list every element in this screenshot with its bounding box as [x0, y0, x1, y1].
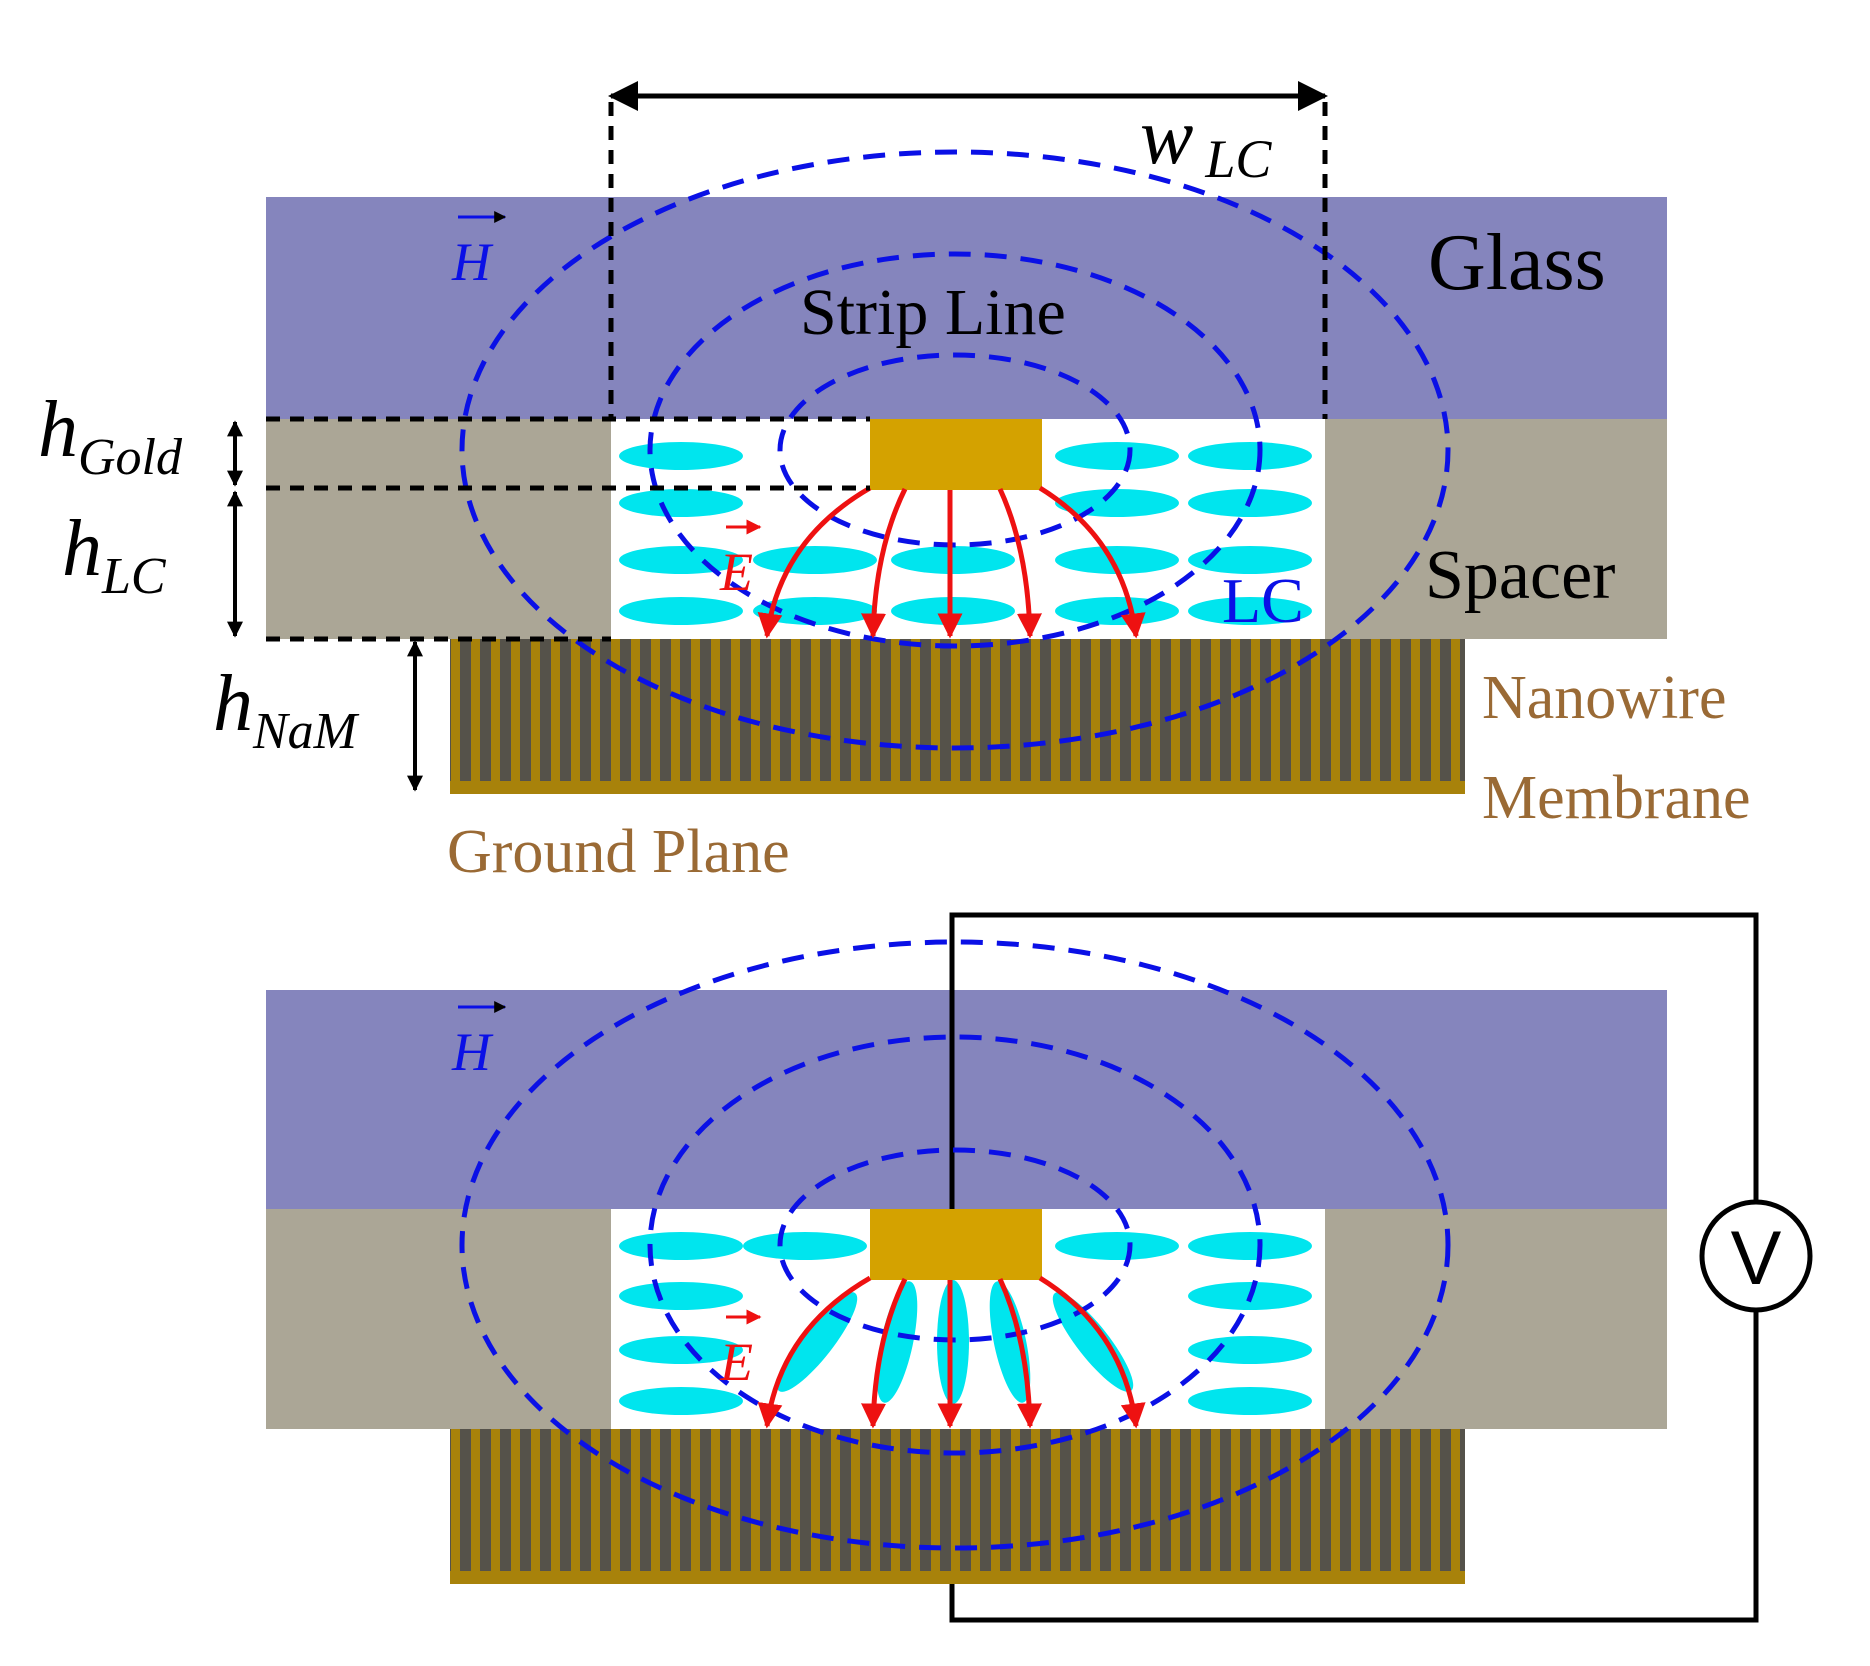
strip-line-label: Strip Line	[800, 276, 1066, 349]
nanowire-membrane	[450, 639, 1465, 781]
ground-plane-bottom	[450, 1571, 1465, 1584]
top-panel: Glass Strip Line Spacer LC Nanowire Memb…	[38, 81, 1751, 886]
h-gold-symbol: hGold	[38, 386, 183, 486]
e-field-lines	[757, 485, 1146, 639]
e-vector-label-bottom: E	[719, 1309, 762, 1392]
ground-plane	[450, 781, 1465, 794]
h-vector-label-top: H	[451, 211, 507, 292]
h-nam-symbol: hNaM	[213, 660, 360, 760]
spacer-label: Spacer	[1425, 537, 1615, 614]
gold-subscript: Gold	[78, 429, 183, 486]
h-symbol-gold: h	[38, 386, 78, 474]
lc-subscript: LC	[101, 548, 167, 605]
nam-subscript: NaM	[252, 703, 360, 760]
glass-label: Glass	[1428, 219, 1606, 307]
spacer-right	[1325, 419, 1667, 639]
w-symbol: w	[1140, 93, 1193, 181]
e-field-lines-bottom	[757, 1275, 1146, 1429]
membrane-label: Membrane	[1482, 764, 1751, 832]
h-symbol-lc: h	[62, 505, 102, 593]
voltmeter-label: V	[1731, 1216, 1782, 1301]
spacer-left-bottom	[266, 1209, 611, 1429]
e-vector-label-top: E	[719, 519, 762, 602]
ground-plane-label: Ground Plane	[447, 818, 790, 886]
h-vector-symbol-bottom: H	[451, 1022, 494, 1082]
h-field-loops	[459, 149, 1451, 751]
nanowire-label: Nanowire	[1482, 664, 1726, 732]
h-lc-symbol: hLC	[62, 505, 167, 605]
strip-line	[870, 419, 1042, 490]
spacer-right-bottom	[1325, 1209, 1667, 1429]
h-field-loops-bottom	[459, 939, 1451, 1551]
dimension-guides	[266, 102, 1328, 642]
lc-label: LC	[1222, 565, 1304, 636]
spacer-left	[266, 419, 611, 639]
voltmeter-circle-icon: V	[1699, 1199, 1813, 1313]
h-vector-symbol: H	[451, 232, 494, 292]
strip-line-bottom	[870, 1209, 1042, 1280]
e-vector-symbol-bottom: E	[719, 1332, 753, 1392]
w-subscript: LC	[1204, 129, 1272, 189]
e-vector-symbol: E	[719, 542, 753, 602]
h-vector-label-bottom: H	[451, 1001, 507, 1082]
h-symbol-nam: h	[213, 660, 253, 748]
bottom-panel: H E V	[266, 912, 1813, 1623]
